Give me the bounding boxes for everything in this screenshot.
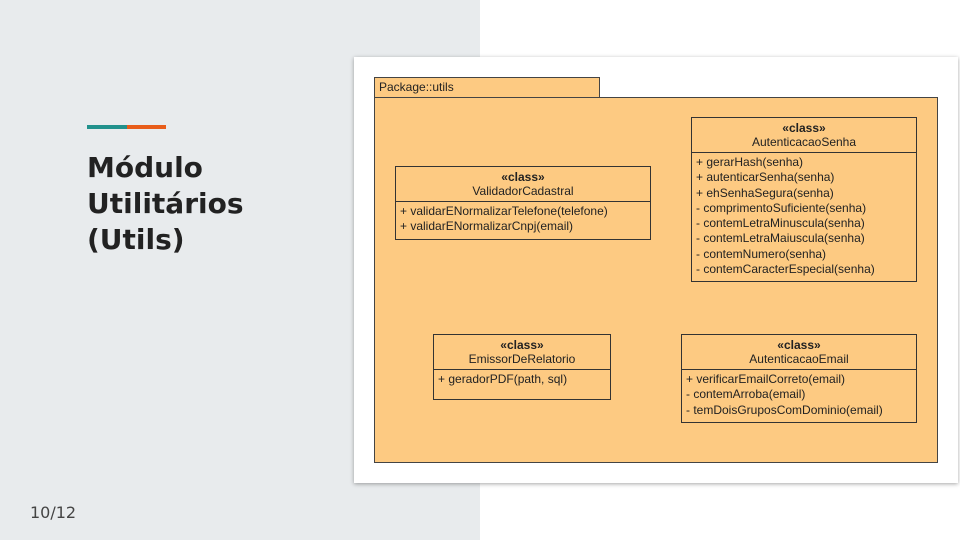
operation: + validarENormalizarCnpj(email) xyxy=(400,219,574,234)
package-body: «class» ValidadorCadastral + validarENor… xyxy=(374,97,938,463)
operation: - temDoisGruposComDominio(email) xyxy=(686,402,883,417)
class-operations: + geradorPDF(path, sql) xyxy=(434,370,610,399)
class-stereotype: «class» xyxy=(501,170,545,184)
operation: - contemNumero(senha) xyxy=(696,246,827,261)
class-autenticacao-email: «class» AutenticacaoEmail + verificarEma… xyxy=(681,334,917,423)
operation: - contemCaracterEspecial(senha) xyxy=(696,262,875,277)
operation: - contemArroba(email) xyxy=(686,387,806,402)
class-name: AutenticacaoSenha xyxy=(751,135,857,149)
class-operations: + validarENormalizarTelefone(telefone) +… xyxy=(396,202,650,239)
operation: + verificarEmailCorreto(email) xyxy=(686,372,846,386)
operation: + geradorPDF(path, sql) xyxy=(438,372,568,386)
class-header: «class» AutenticacaoEmail xyxy=(682,335,916,370)
operation: - comprimentoSuficiente(senha) xyxy=(696,200,867,215)
class-operations: + gerarHash(senha) + autenticarSenha(sen… xyxy=(692,153,916,281)
operation: + gerarHash(senha) xyxy=(696,155,804,169)
class-validador-cadastral: «class» ValidadorCadastral + validarENor… xyxy=(395,166,651,240)
operation: + validarENormalizarTelefone(telefone) xyxy=(400,204,608,218)
class-name: EmissorDeRelatorio xyxy=(468,352,576,366)
class-header: «class» AutenticacaoSenha xyxy=(692,118,916,153)
class-name: AutenticacaoEmail xyxy=(749,352,849,366)
operation: - contemLetraMaiuscula(senha) xyxy=(696,231,865,246)
class-stereotype: «class» xyxy=(782,121,826,135)
accent-bar-teal xyxy=(87,125,127,129)
package-tab: Package::utils xyxy=(374,77,600,98)
accent-bar-orange xyxy=(127,125,166,129)
class-stereotype: «class» xyxy=(500,338,544,352)
class-autenticacao-senha: «class» AutenticacaoSenha + gerarHash(se… xyxy=(691,117,917,283)
operation: - contemLetraMinuscula(senha) xyxy=(696,216,865,231)
title-line-2: Utilitários xyxy=(87,187,244,220)
class-header: «class» EmissorDeRelatorio xyxy=(434,335,610,370)
class-operations: + verificarEmailCorreto(email) - contemA… xyxy=(682,370,916,422)
slide-title: Módulo Utilitários (Utils) xyxy=(87,150,347,258)
title-line-3: (Utils) xyxy=(87,223,185,256)
class-stereotype: «class» xyxy=(777,338,821,352)
operation: + ehSenhaSegura(senha) xyxy=(696,185,834,200)
title-line-1: Módulo xyxy=(87,151,203,184)
uml-diagram-image: Package::utils «class» ValidadorCadastra… xyxy=(354,57,958,483)
class-emissor-de-relatorio: «class» EmissorDeRelatorio + geradorPDF(… xyxy=(433,334,611,401)
operation: + autenticarSenha(senha) xyxy=(696,170,835,185)
class-name: ValidadorCadastral xyxy=(472,184,574,198)
class-header: «class» ValidadorCadastral xyxy=(396,167,650,202)
page-number: 10/12 xyxy=(30,503,77,522)
